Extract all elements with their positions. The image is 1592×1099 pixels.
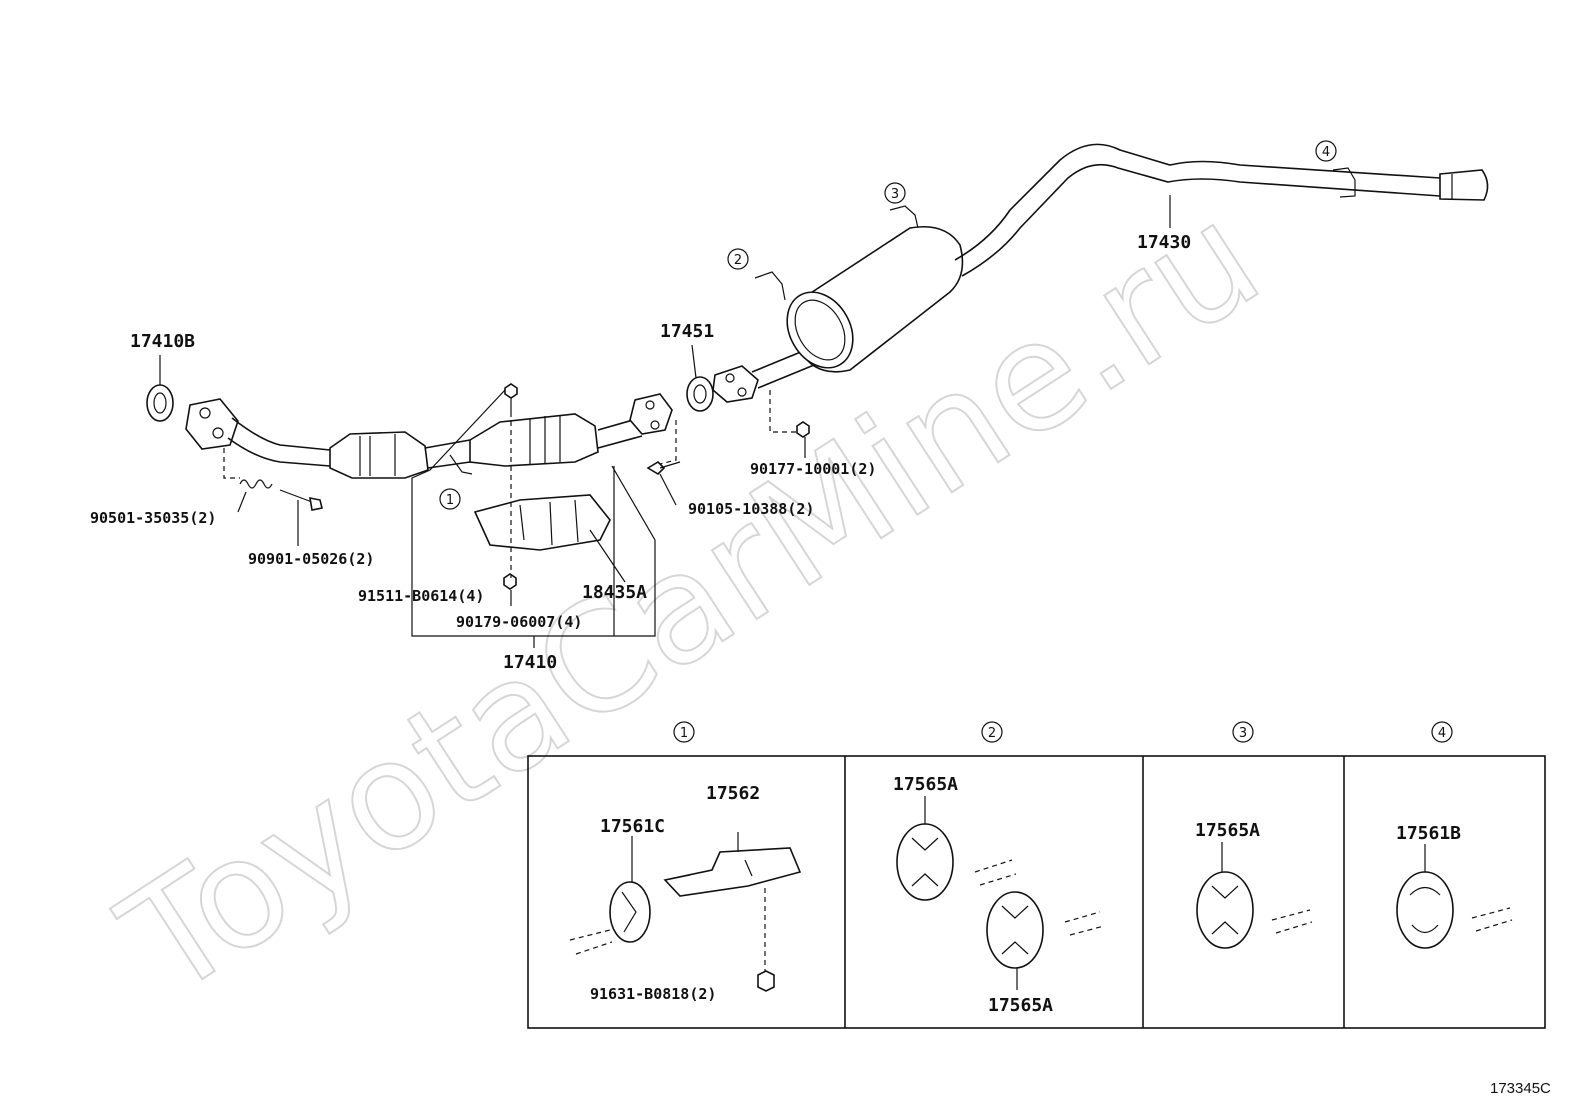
label-91511: 91511-B0614(4) [358,587,484,605]
label-90105: 90105-10388(2) [688,500,814,518]
label-91631: 91631-B0818(2) [590,985,716,1003]
watermark: ToyotaCarMine.ru [94,171,1289,1031]
svg-text:2: 2 [734,253,742,268]
gasket-17451 [686,376,714,412]
label-90901: 90901-05026(2) [248,550,374,568]
figure-code: 173345C [1490,1080,1551,1097]
label-17565a-top: 17565A [893,774,958,795]
detail-box-4: 17561B [1396,823,1513,949]
detail-callout-row: 1 2 3 4 [673,721,1453,743]
svg-text:4: 4 [1438,726,1446,741]
callout-4: 4 [1315,140,1337,162]
label-17430: 17430 [1137,232,1191,253]
detail-box-3: 17565A [1195,820,1313,949]
gasket-17410b [146,384,174,422]
bolt-91511 [504,383,518,412]
bolt-90105 [646,460,681,476]
label-17410: 17410 [503,652,557,673]
detail-box-1: 17562 17561C 91631-B0818(2) [569,783,802,1003]
heat-shield [473,494,611,551]
nut-90177 [796,421,810,438]
svg-text:2: 2 [988,726,996,741]
callout-3: 3 [884,182,906,204]
label-17451: 17451 [660,321,714,342]
svg-text:1: 1 [680,726,688,741]
tail-pipe-muffler [712,143,1489,403]
label-17565a-box3: 17565A [1195,820,1260,841]
nut-90179 [503,573,517,590]
label-18435a: 18435A [582,582,647,603]
spring-90501 [239,479,273,489]
label-17561b: 17561B [1396,823,1461,844]
detail-box-2: 17565A 17565A [893,774,1105,1016]
front-exhaust-pipe [185,393,673,479]
callout-2: 2 [727,248,749,270]
svg-text:3: 3 [891,187,899,202]
label-17565a-bottom: 17565A [988,995,1053,1016]
label-90501: 90501-35035(2) [90,509,216,527]
bolt-90901 [279,489,323,511]
label-17562: 17562 [706,783,760,804]
detail-box-frame [527,755,1546,1029]
svg-text:4: 4 [1322,145,1330,160]
label-90179: 90179-06007(4) [456,613,582,631]
label-17410b: 17410B [130,331,195,352]
svg-text:1: 1 [446,493,454,508]
callout-1: 1 [439,488,461,510]
label-90177: 90177-10001(2) [750,460,876,478]
svg-text:3: 3 [1239,726,1247,741]
label-17561c: 17561C [600,816,665,837]
